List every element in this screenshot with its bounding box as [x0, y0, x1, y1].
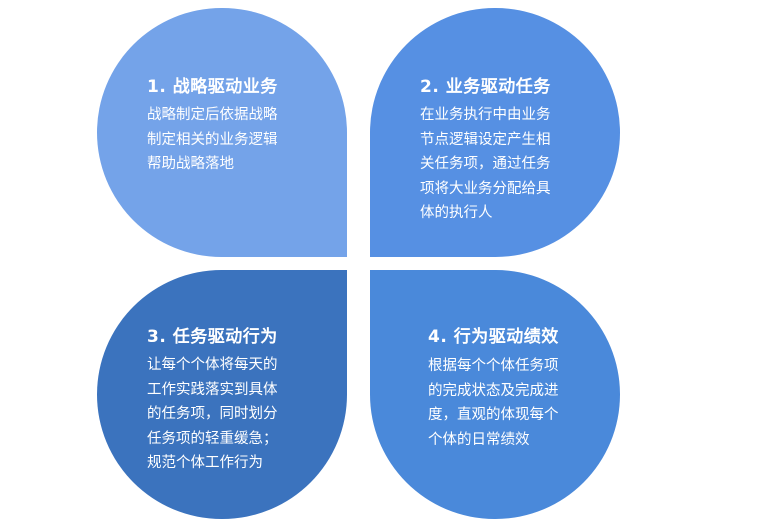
- body-line: 体的执行人: [420, 205, 493, 221]
- quadrant-2-title: 2. 业务驱动任务: [420, 77, 551, 97]
- body-line: 的任务项，同时划分: [147, 406, 278, 422]
- body-line: 关任务项，通过任务: [420, 156, 551, 172]
- quadrant-3-title: 3. 任务驱动行为: [147, 327, 278, 347]
- body-line: 任务项的轻重缓急；: [147, 430, 278, 447]
- body-line: 帮助战略落地: [147, 156, 234, 172]
- quadrant-3-body: 让每个个体将每天的 工作实践落实到具体 的任务项，同时划分 任务项的轻重缓急； …: [147, 353, 307, 476]
- quadrant-2-body: 在业务执行中由业务 节点逻辑设定产生相 关任务项，通过任务 项将大业务分配给具 …: [420, 103, 580, 226]
- body-line: 个体的日常绩效: [428, 431, 530, 448]
- body-line: 制定相关的业务逻辑: [147, 131, 278, 148]
- quadrant-2-petal: [370, 8, 620, 257]
- body-line: 战略制定后依据战略: [147, 107, 278, 123]
- quadrant-4-body: 根据每个个体任务项 的完成状态及完成进 度，直观的体现每个 个体的日常绩效: [428, 354, 588, 452]
- body-line: 规范个体工作行为: [147, 455, 263, 471]
- body-line: 的完成状态及完成进: [428, 382, 559, 399]
- body-line: 工作实践落实到具体: [147, 381, 278, 398]
- quadrant-4-title: 4. 行为驱动绩效: [428, 327, 559, 347]
- body-line: 节点逻辑设定产生相: [420, 131, 551, 148]
- quadrant-4-petal: [370, 270, 620, 519]
- body-line: 项将大业务分配给具: [420, 180, 551, 197]
- body-line: 让每个个体将每天的: [147, 357, 278, 373]
- quadrant-1-body: 战略制定后依据战略 制定相关的业务逻辑 帮助战略落地: [147, 103, 307, 177]
- body-line: 根据每个个体任务项: [428, 358, 559, 374]
- quadrant-3-petal: [97, 270, 347, 519]
- body-line: 在业务执行中由业务: [420, 107, 551, 123]
- quadrant-1-petal: [97, 8, 347, 257]
- quadrant-1-title: 1. 战略驱动业务: [147, 77, 278, 97]
- body-line: 度，直观的体现每个: [428, 407, 559, 423]
